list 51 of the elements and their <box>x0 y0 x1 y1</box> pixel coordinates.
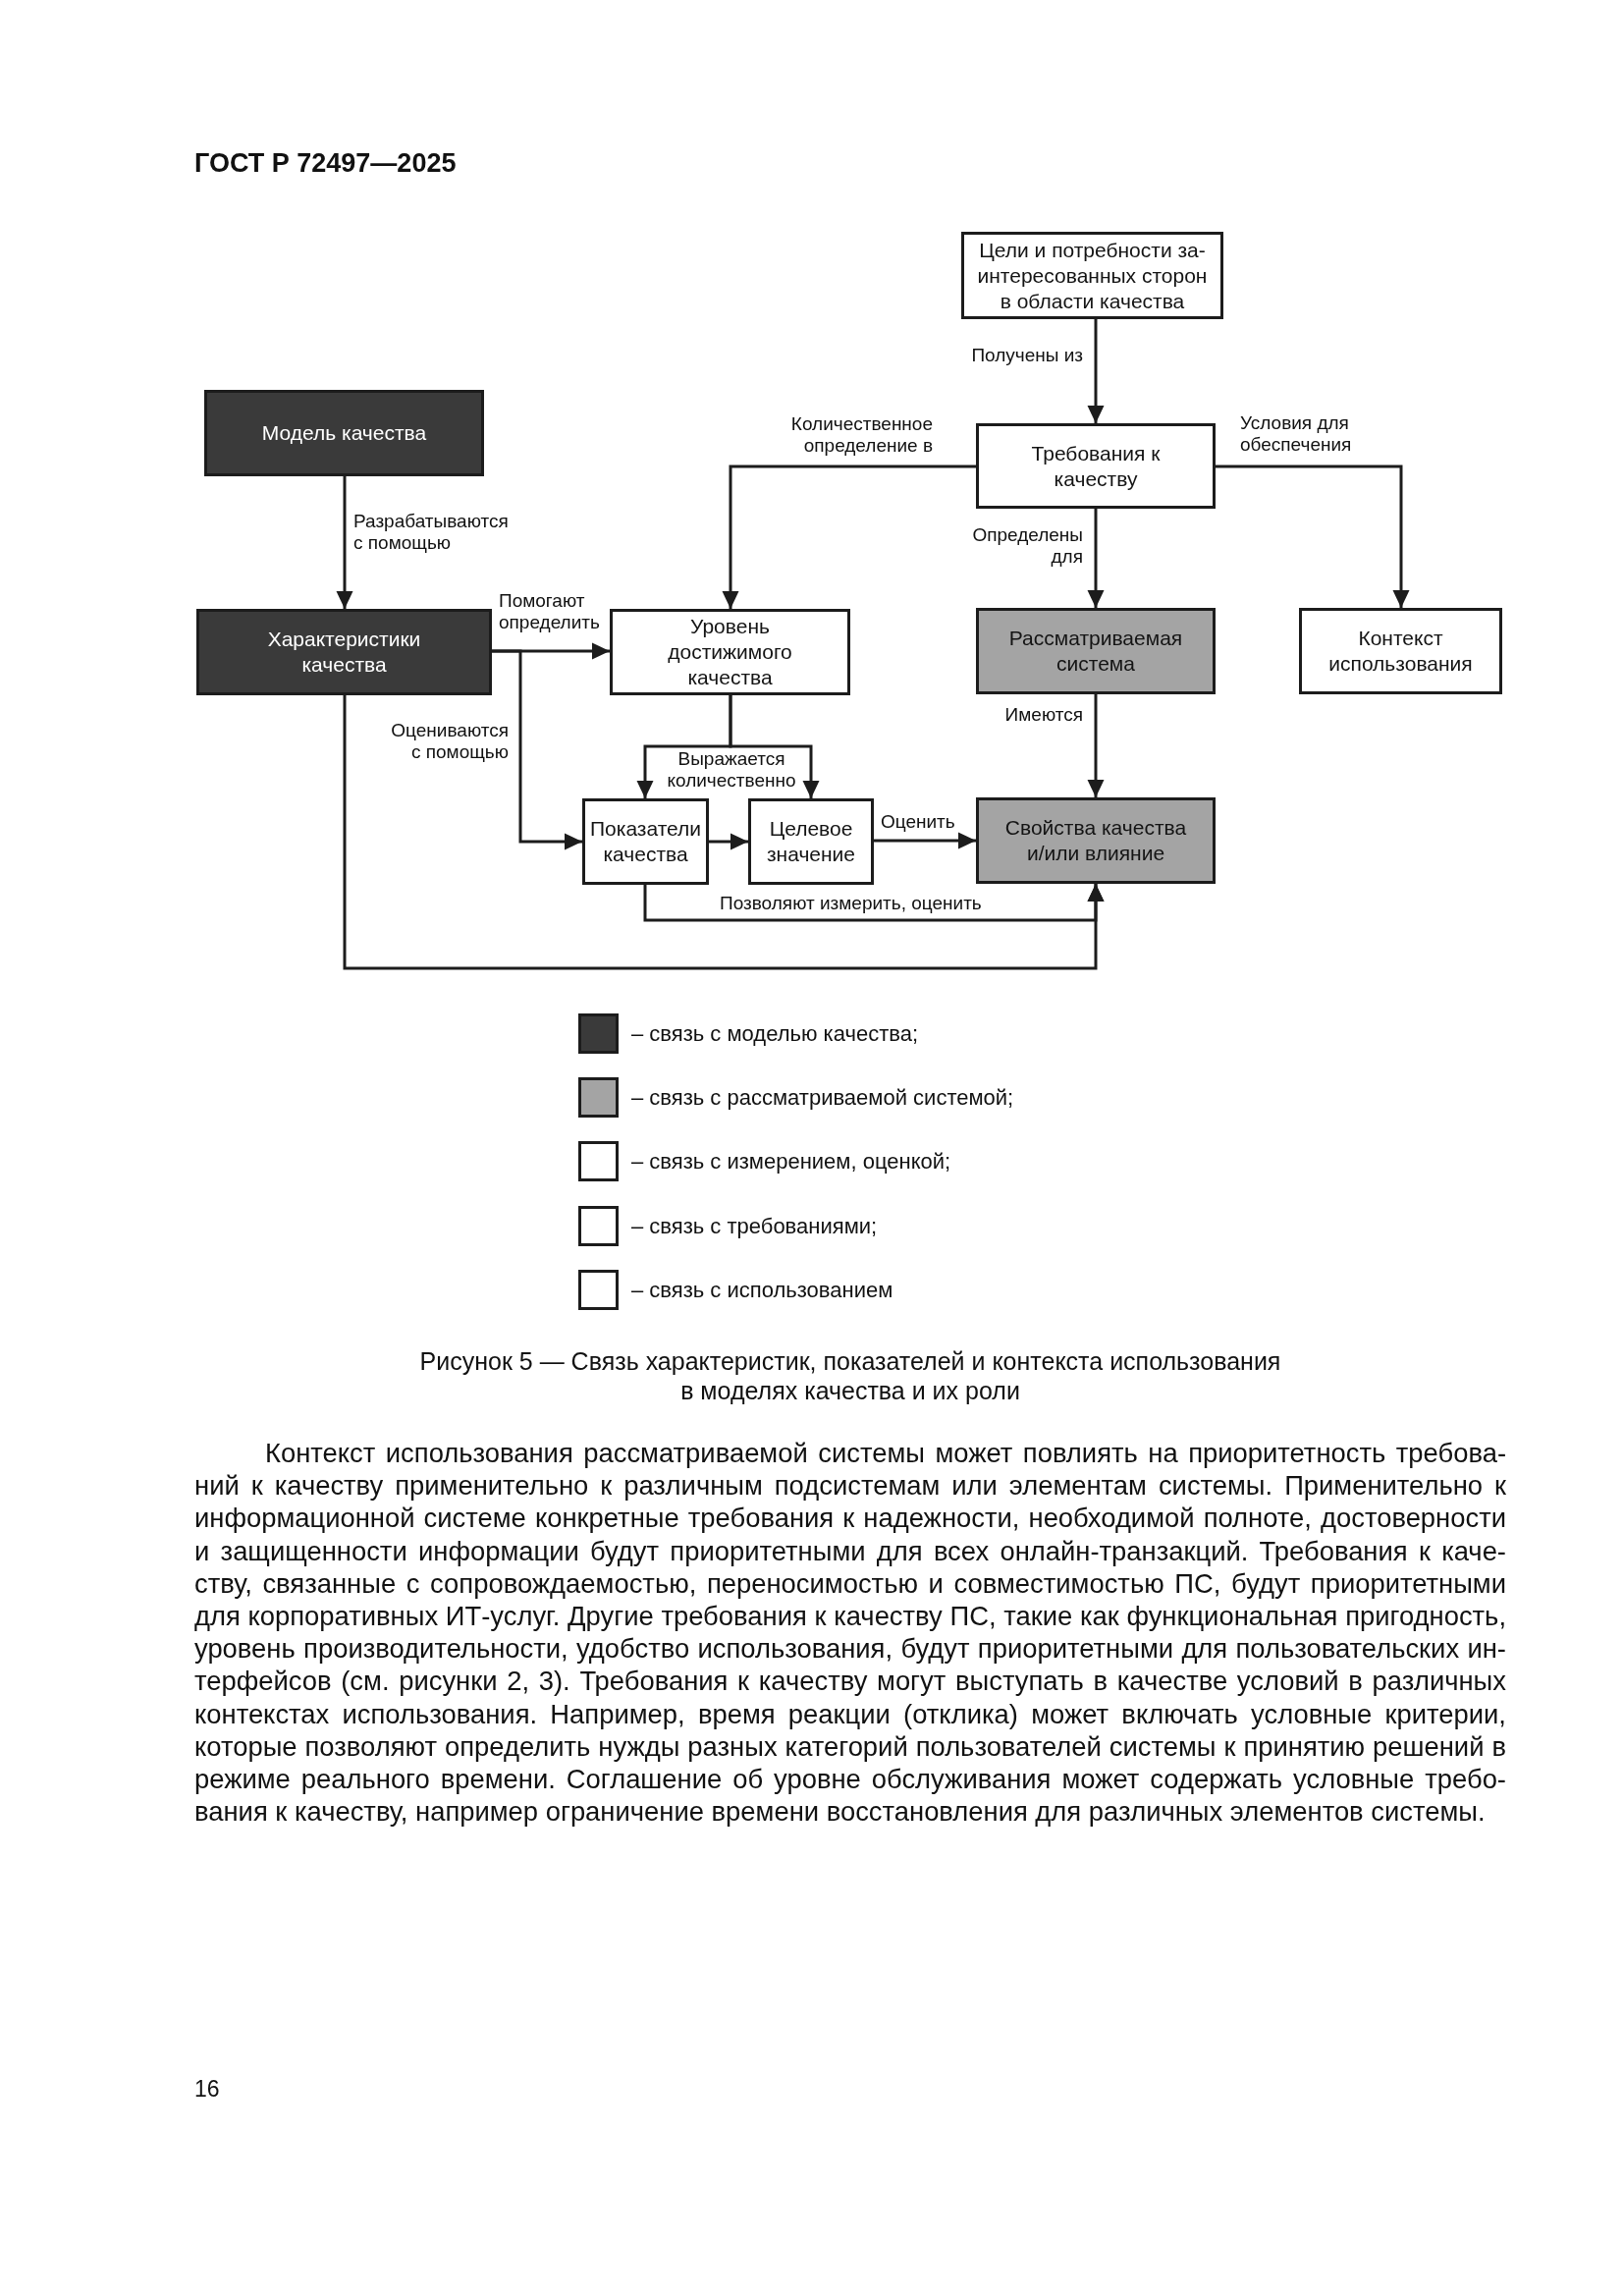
concept-box <box>610 609 850 695</box>
page-header: ГОСТ Р 72497—2025 <box>194 147 457 179</box>
concept-box <box>976 797 1216 884</box>
concept-box <box>961 232 1223 319</box>
legend-label: – связь с использованием <box>631 1276 893 1304</box>
arrow <box>336 476 353 609</box>
node-label: Требования к качеству <box>1030 440 1162 492</box>
arrow <box>1216 465 1410 608</box>
edge-label: Условия для обеспечения <box>1240 412 1353 456</box>
node-label: Уровень достижимого качества <box>667 614 793 690</box>
legend-label: – связь с моделью качества; <box>631 1019 919 1048</box>
concept-box <box>748 798 874 885</box>
edge-label: Разрабатываются с помощью <box>353 511 510 554</box>
arrow <box>343 695 1105 970</box>
node-label: Целевое значение <box>765 816 857 867</box>
legend-label: – связь с требованиями; <box>631 1212 878 1240</box>
node-label: Свойства качества и/или влияние <box>1003 815 1188 866</box>
edge-label: Получены из <box>971 345 1083 366</box>
concept-box <box>204 390 484 476</box>
node-label: Показатели качества <box>588 816 703 867</box>
arrow <box>1087 694 1105 797</box>
concept-box <box>976 608 1216 694</box>
node-label: Контекст использования <box>1327 626 1474 677</box>
node-label: Рассматриваемая система <box>1007 626 1184 677</box>
concept-box <box>196 609 492 695</box>
node-label: Цели и потребности за-интересованных сторон в области качества <box>976 237 1209 314</box>
arrow <box>729 695 820 798</box>
concept-box <box>1299 608 1502 694</box>
arrow <box>1087 319 1105 423</box>
legend-label: – связь с измерением, оценкой; <box>631 1147 951 1175</box>
edge-label: Выражается количественно <box>666 748 797 792</box>
edge-label: Оцениваются с помощью <box>390 720 509 763</box>
edge-label: Имеются <box>1004 704 1083 726</box>
edge-label: Определены для <box>971 524 1083 568</box>
arrow <box>492 649 582 850</box>
arrow <box>709 833 748 850</box>
edge-label: Количественное определение в <box>789 413 933 457</box>
edge-label: Помогают определить <box>499 590 601 633</box>
concept-box <box>976 423 1216 509</box>
node-label: Модель качества <box>261 420 427 446</box>
legend-label: – связь с рассматриваемой системой; <box>631 1083 1014 1112</box>
page-number: 16 <box>194 2075 220 2103</box>
edge-label: Позволяют измерить, оценить <box>720 893 982 914</box>
body-paragraph: Контекст использования рассматриваемой системы может повлиять на приоритетность требова-ний к качеству применительно к различным подсистемам или элементам системы. Применительно к информационной системе конкретные требования к надежности, необходимой полноте, достоверности и защищенности информации будут приоритетными для всех онлайн-транзакций. Требования к каче-ству, связанные с сопровождаемостью, переносимостью и совместимостью ПС, будут приоритетными для корпоративных ИТ-услуг. Другие требования к качеству ПС, такие как функциональная пригодность, уровень производительности, удобство использования, будут приоритетными для пользовательских ин-терфейсов (см. рисунки 2, 3). Требования к качеству могут выступать в качестве условий в различных контекстах использования. Например, время реакции (отклика) может включать условные критерии, которые позволяют определить нужды разных категорий пользователей системы к принятию решений в режиме реального времени. Соглашение об уровне обслуживания может содержать условные требо-вания к качеству, например ограничение времени восстановления для различных элементов системы. <box>194 1437 1506 1829</box>
concept-box <box>582 798 709 885</box>
arrow <box>1087 509 1105 608</box>
edge-label: Оценить <box>881 811 955 833</box>
figure-caption: Рисунок 5 — Связь характеристик, показателей и контекста использования в моделях качества и их роли <box>418 1346 1282 1405</box>
arrow <box>874 832 976 849</box>
arrow <box>722 465 976 609</box>
node-label: Характеристики качества <box>266 627 422 678</box>
